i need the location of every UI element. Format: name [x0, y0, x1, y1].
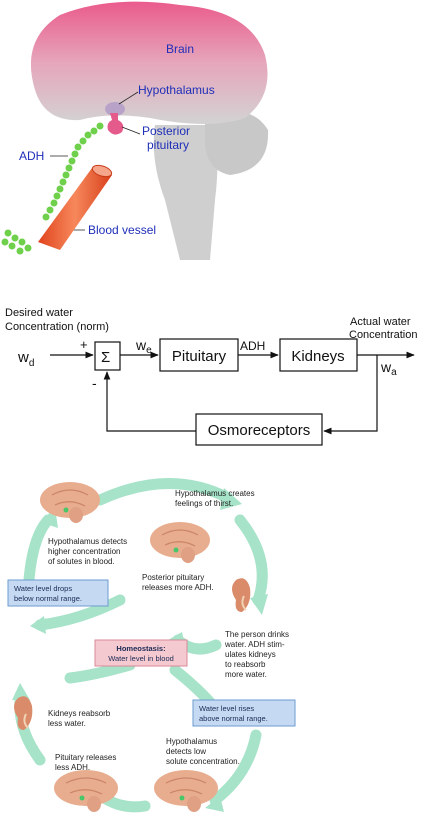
pituitary-shape — [107, 113, 124, 135]
label-adh-signal: ADH — [240, 339, 265, 353]
brain-stem — [153, 125, 218, 260]
blood-vessel — [38, 164, 113, 250]
brain-icon-bottom-left — [54, 770, 118, 812]
sum-symbol: Σ — [101, 349, 110, 366]
kidney-icon-right — [232, 578, 251, 612]
text-creates-2: feelings of thirst. — [175, 499, 233, 508]
cycle-arrow-top — [94, 478, 234, 506]
text-low-1: Hypothalamus — [166, 737, 217, 746]
text-drops-2: below normal range. — [14, 594, 82, 603]
cycle-arrow-right-upper — [234, 514, 268, 606]
label-hypothalamus: Hypothalamus — [138, 83, 215, 97]
cycle-arrow-inner-left — [34, 594, 126, 631]
box-water-drops — [7, 579, 109, 607]
text-drinks-3: ulates kidneys — [225, 650, 276, 659]
text-homeo-2: Water level in blood — [108, 654, 174, 663]
text-low-2: detects low — [166, 747, 206, 756]
hypothalamus-shape — [105, 102, 125, 116]
label-plus: + — [80, 337, 88, 352]
cycle-arrow-inner-lower-left — [64, 659, 136, 684]
text-kidneys-2: less water. — [48, 719, 86, 728]
cycle-arrow-bottom-right — [209, 729, 262, 806]
label-brain: Brain — [166, 42, 194, 56]
label-actual-2: Concentration — [349, 329, 418, 341]
kidneys-block — [279, 338, 358, 372]
label-minus: - — [92, 375, 97, 391]
label-wa: wa — [380, 359, 397, 378]
text-rises-2: above normal range. — [199, 714, 268, 723]
text-detects-high-1: Hypothalamus detects — [48, 537, 127, 546]
text-kidneys-1: Kidneys reabsorb — [48, 709, 111, 718]
osmoreceptors-block — [195, 413, 323, 446]
label-posterior: Posterior — [142, 124, 190, 138]
brain-shape — [30, 1, 268, 125]
label-pituitary: pituitary — [147, 138, 189, 152]
text-drinks-2: water. ADH stim- — [224, 640, 285, 649]
text-rises-1: Water level rises — [199, 704, 254, 713]
kidneys-label: Kidneys — [291, 348, 344, 365]
text-drinks-1: The person drinks — [225, 630, 289, 639]
brain-icon-top-left — [40, 482, 100, 523]
text-drops-1: Water level drops — [14, 584, 72, 593]
osmoreceptors-label: Osmoreceptors — [208, 422, 311, 439]
label-desired-1: Desired water — [5, 307, 73, 319]
brain-icon-top-middle — [150, 522, 210, 563]
adh-molecules — [1, 122, 104, 255]
label-wd: wd — [17, 349, 34, 369]
label-adh: ADH — [19, 149, 44, 163]
sum-block — [94, 341, 121, 371]
label-blood-vessel: Blood vessel — [88, 223, 156, 237]
text-detects-high-2: higher concentration — [48, 547, 121, 556]
text-post-pit-1: Posterior pituitary — [142, 573, 204, 582]
label-we: we — [135, 337, 152, 356]
text-pit-less-1: Pituitary releases — [55, 753, 116, 762]
anatomy-illustration: Brain Hypothalamus Posterior pituitary A… — [1, 1, 269, 260]
control-block-diagram: Desired water Concentration (norm) Actua… — [5, 307, 418, 446]
text-drinks-5: more water. — [225, 670, 267, 679]
text-creates-1: Hypothalamus creates — [175, 489, 255, 498]
box-homeostasis — [94, 639, 188, 667]
label-actual-1: Actual water — [350, 316, 411, 328]
text-detects-high-3: of solutes in blood. — [48, 557, 115, 566]
brain-icon-bottom-right — [154, 770, 218, 812]
text-pit-less-2: less ADH. — [55, 763, 90, 772]
pituitary-label: Pituitary — [172, 348, 227, 365]
text-homeo-1: Homeostasis: — [116, 644, 165, 653]
text-drinks-4: to reabsorb — [225, 660, 266, 669]
text-post-pit-2: releases more ADH. — [142, 583, 214, 592]
label-desired-2: Concentration (norm) — [5, 321, 109, 333]
box-water-rises — [192, 699, 296, 727]
kidney-icon-left — [14, 696, 33, 730]
text-low-3: solute concentration. — [166, 757, 240, 766]
homeostasis-cycle: Hypothalamus creates feelings of thirst.… — [7, 478, 296, 813]
cerebellum — [205, 112, 269, 175]
